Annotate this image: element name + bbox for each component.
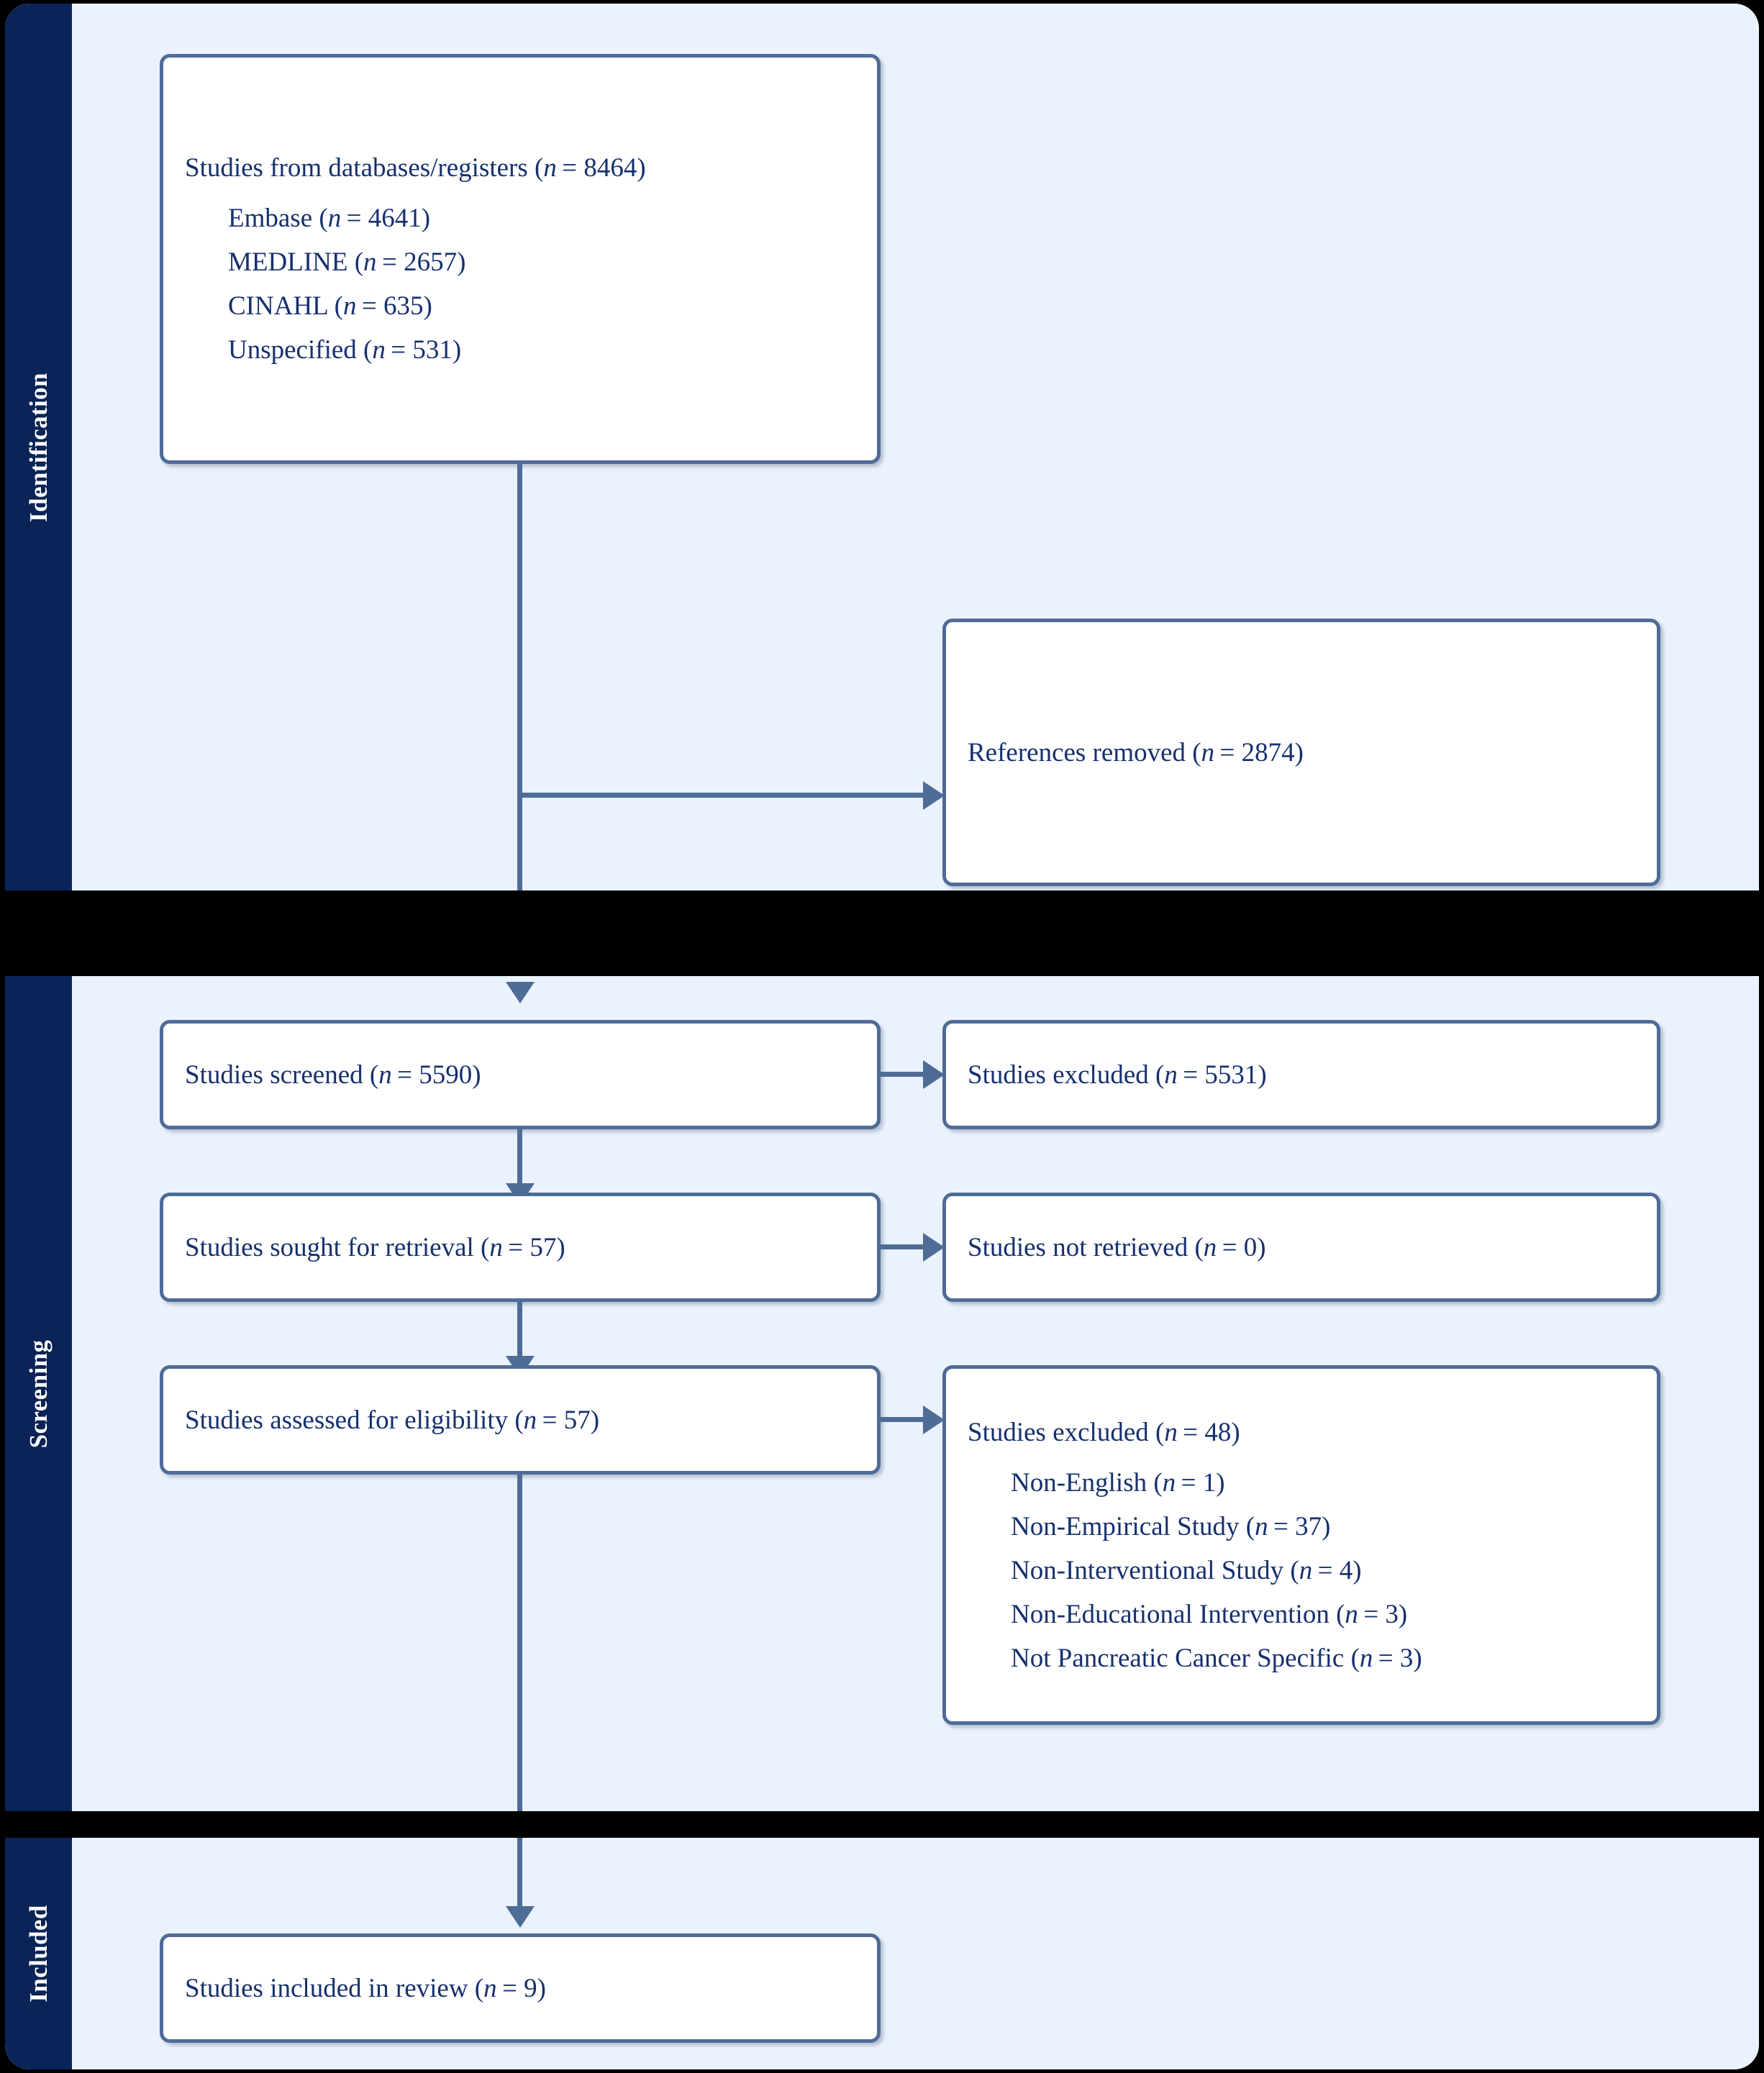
stage-tab-screening: Screening (5, 976, 72, 1811)
box-studies-sought-heading-text: Studies sought for retrieval (n = 57) (185, 1232, 565, 1262)
box-studies-not-retrieved-heading: Studies not retrieved (n = 0) (946, 1234, 1657, 1261)
box-references-removed-heading-text: References removed (n = 2874) (968, 737, 1304, 767)
box-studies-assessed: Studies assessed for eligibility (n = 57… (160, 1365, 881, 1475)
box-studies-included-heading: Studies included in review (n = 9) (163, 1975, 877, 2002)
box-studies-included-heading-text: Studies included in review (n = 9) (185, 1973, 546, 2003)
box-databases-heading: Studies from databases/registers (n = 84… (163, 155, 877, 181)
connector-sought-to-not-retrieved (881, 1244, 926, 1249)
stage-gap-upper (0, 890, 1764, 976)
box-excluded-item-non-interventional: Non-Interventional Study (n = 4) (946, 1557, 1657, 1584)
arrowhead-to-references-removed (923, 781, 945, 810)
connector-screened-to-sought (517, 1129, 522, 1187)
box-studies-screened-heading: Studies screened (n = 5590) (163, 1062, 877, 1088)
box-studies-screened: Studies screened (n = 5590) (160, 1020, 881, 1129)
box-studies-assessed-heading-text: Studies assessed for eligibility (n = 57… (185, 1405, 600, 1435)
box-databases-item-unspecified: Unspecified (n = 531) (163, 337, 877, 363)
box-studies-screened-heading-text: Studies screened (n = 5590) (185, 1060, 481, 1090)
stage-label-identification: Identification (24, 372, 53, 522)
arrowhead-screened-to-excluded (923, 1060, 945, 1089)
connector-into-included (517, 1838, 522, 1910)
stage-gap-lower (0, 1811, 1764, 1838)
box-studies-excluded-screened: Studies excluded (n = 5531) (942, 1020, 1660, 1129)
arrowhead-to-included (506, 1906, 535, 1928)
box-studies-excluded-eligibility: Studies excluded (n = 48) Non-English (n… (942, 1365, 1660, 1725)
box-excluded-item-non-interventional-text: Non-Interventional Study (n = 4) (1011, 1555, 1362, 1585)
box-excluded-item-non-educational-text: Non-Educational Intervention (n = 3) (1011, 1599, 1408, 1629)
box-databases-item-cinahl: CINAHL (n = 635) (163, 293, 877, 319)
box-excluded-item-not-pancreatic-text: Not Pancreatic Cancer Specific (n = 3) (1011, 1643, 1422, 1673)
box-excluded-item-non-empirical: Non-Empirical Study (n = 37) (946, 1513, 1657, 1540)
box-excluded-item-non-english-text: Non-English (n = 1) (1011, 1467, 1225, 1498)
connector-assessed-to-included (517, 1475, 522, 1908)
box-databases-item-unspecified-text: Unspecified (n = 531) (228, 335, 462, 365)
box-studies-assessed-heading: Studies assessed for eligibility (n = 57… (163, 1407, 877, 1434)
box-excluded-item-not-pancreatic: Not Pancreatic Cancer Specific (n = 3) (946, 1645, 1657, 1672)
box-studies-sought: Studies sought for retrieval (n = 57) (160, 1193, 881, 1302)
connector-databases-trunk (517, 464, 522, 1003)
box-studies-excluded-screened-heading-text: Studies excluded (n = 5531) (968, 1060, 1267, 1090)
connector-sought-to-assessed (517, 1302, 522, 1359)
connector-screened-to-excluded (881, 1072, 926, 1077)
box-studies-not-retrieved-heading-text: Studies not retrieved (n = 0) (968, 1232, 1266, 1262)
arrowhead-to-screened (506, 982, 535, 1003)
arrowhead-assessed-to-excluded (923, 1405, 945, 1434)
stage-tab-identification: Identification (5, 4, 72, 890)
box-references-removed-heading: References removed (n = 2874) (946, 739, 1657, 766)
stage-tab-included: Included (5, 1838, 72, 2069)
box-excluded-item-non-english: Non-English (n = 1) (946, 1470, 1657, 1496)
box-studies-included: Studies included in review (n = 9) (160, 1933, 881, 2043)
box-databases-item-cinahl-text: CINAHL (n = 635) (228, 291, 432, 321)
connector-to-references-removed (517, 793, 926, 798)
box-studies-excluded-eligibility-heading-text: Studies excluded (n = 48) (968, 1417, 1240, 1447)
arrowhead-sought-to-not-retrieved (923, 1233, 945, 1262)
stage-label-included: Included (24, 1905, 53, 2003)
box-databases-item-medline-text: MEDLINE (n = 2657) (228, 247, 466, 277)
box-databases-item-medline: MEDLINE (n = 2657) (163, 249, 877, 275)
box-excluded-item-non-empirical-text: Non-Empirical Study (n = 37) (1011, 1511, 1331, 1541)
box-studies-excluded-eligibility-heading: Studies excluded (n = 48) (946, 1419, 1657, 1446)
box-databases-heading-text: Studies from databases/registers (n = 84… (185, 153, 646, 183)
stage-label-screening: Screening (24, 1339, 53, 1448)
box-databases: Studies from databases/registers (n = 84… (160, 54, 881, 464)
box-databases-item-embase: Embase (n = 4641) (163, 205, 877, 232)
box-studies-excluded-screened-heading: Studies excluded (n = 5531) (946, 1062, 1657, 1088)
box-references-removed: References removed (n = 2874) (942, 619, 1660, 886)
connector-assessed-to-excluded (881, 1417, 926, 1422)
box-databases-item-embase-text: Embase (n = 4641) (228, 204, 431, 233)
box-excluded-item-non-educational: Non-Educational Intervention (n = 3) (946, 1601, 1657, 1628)
box-studies-not-retrieved: Studies not retrieved (n = 0) (942, 1193, 1660, 1302)
box-studies-sought-heading: Studies sought for retrieval (n = 57) (163, 1234, 877, 1261)
